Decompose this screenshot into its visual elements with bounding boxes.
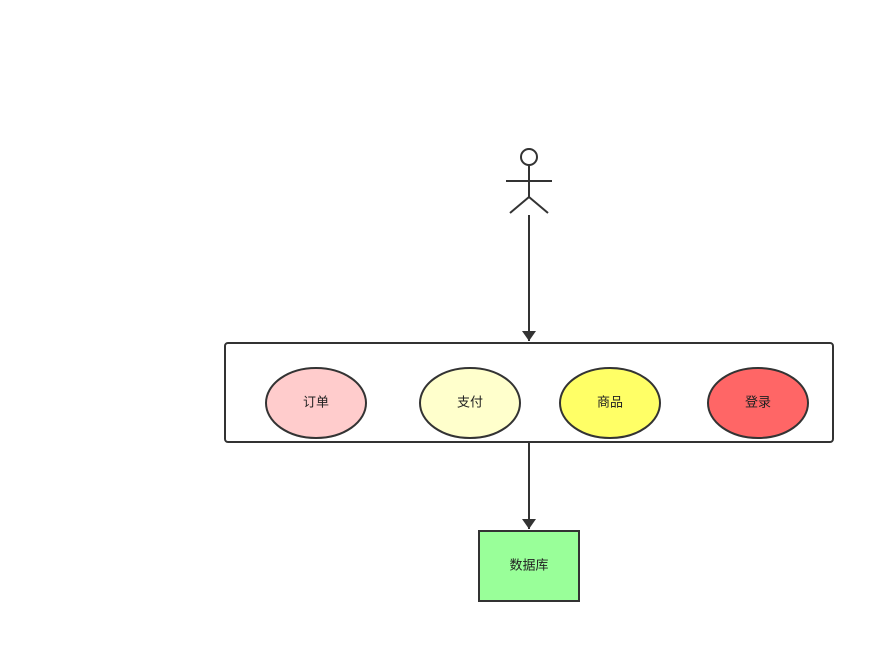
service-payment-label: 支付 xyxy=(457,396,483,411)
service-order: 订单 xyxy=(265,367,367,439)
service-payment: 支付 xyxy=(419,367,521,439)
database-node: 数据库 xyxy=(478,530,580,602)
database-label: 数据库 xyxy=(509,558,548,574)
service-login-shape xyxy=(707,367,809,439)
service-product-label: 商品 xyxy=(597,396,623,411)
service-product-shape xyxy=(559,367,661,439)
service-payment-shape xyxy=(419,367,521,439)
service-product: 商品 xyxy=(559,367,661,439)
user-actor-icon xyxy=(506,148,552,214)
actor-left-leg xyxy=(509,196,530,214)
service-order-shape xyxy=(265,367,367,439)
service-login: 登录 xyxy=(707,367,809,439)
service-login-label: 登录 xyxy=(745,396,771,411)
actor-right-leg xyxy=(528,196,549,214)
service-order-label: 订单 xyxy=(303,396,329,411)
database-shape xyxy=(478,530,580,602)
actor-head xyxy=(520,148,538,166)
